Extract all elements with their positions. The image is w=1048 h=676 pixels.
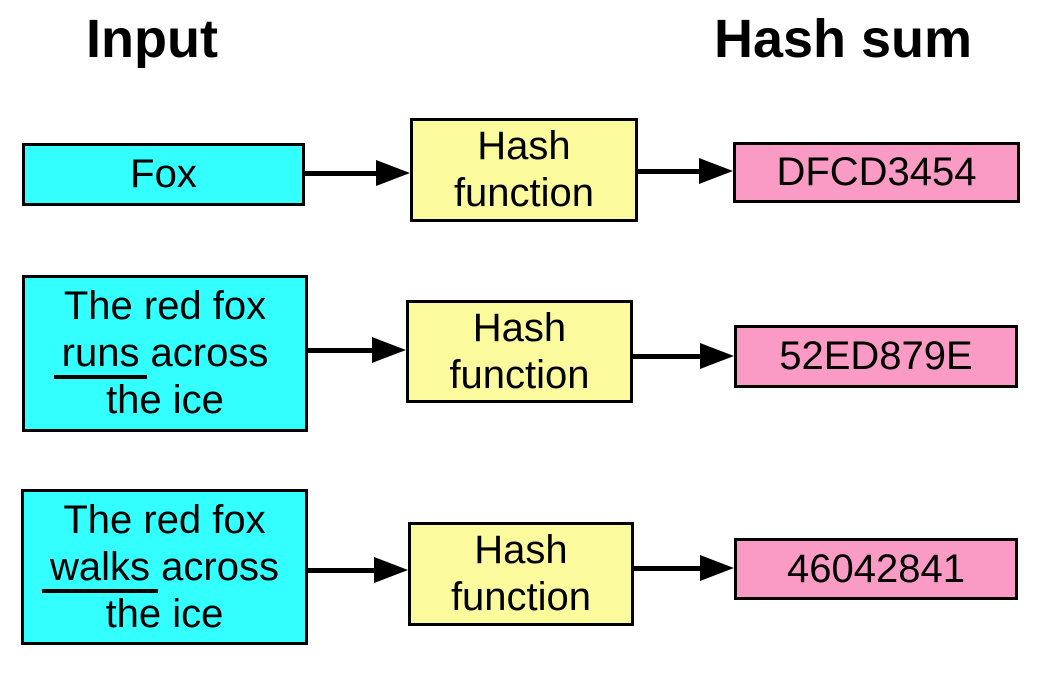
arrow-right-icon [305, 160, 410, 186]
arrow-head-icon [700, 555, 734, 581]
hash-function-box: Hash function [408, 522, 634, 626]
arrow-line [308, 567, 374, 573]
arrow-right-icon [634, 555, 734, 581]
arrow-line [633, 353, 700, 359]
arrow-line [634, 565, 700, 571]
arrow-head-icon [700, 343, 734, 369]
input-box-fox: Fox [22, 143, 305, 206]
arrow-right-icon [308, 557, 408, 583]
hash-sum-box: 52ED879E [734, 325, 1018, 388]
arrow-line [305, 170, 376, 176]
arrow-line [308, 347, 372, 353]
arrow-head-icon [374, 557, 408, 583]
arrow-head-icon [376, 160, 410, 186]
hash-sum-box: 46042841 [734, 538, 1018, 600]
arrow-line [638, 168, 699, 174]
arrow-head-icon [372, 337, 406, 363]
arrow-right-icon [633, 343, 734, 369]
hash-sum-box: DFCD3454 [733, 142, 1020, 203]
arrow-head-icon [699, 158, 733, 184]
hash-function-box: Hash function [410, 118, 638, 222]
arrow-right-icon [638, 158, 733, 184]
hash-sum-column-heading: Hash sum [713, 9, 973, 69]
arrow-right-icon [308, 337, 406, 363]
input-column-heading: Input [86, 9, 218, 69]
hash-function-box: Hash function [406, 300, 633, 403]
